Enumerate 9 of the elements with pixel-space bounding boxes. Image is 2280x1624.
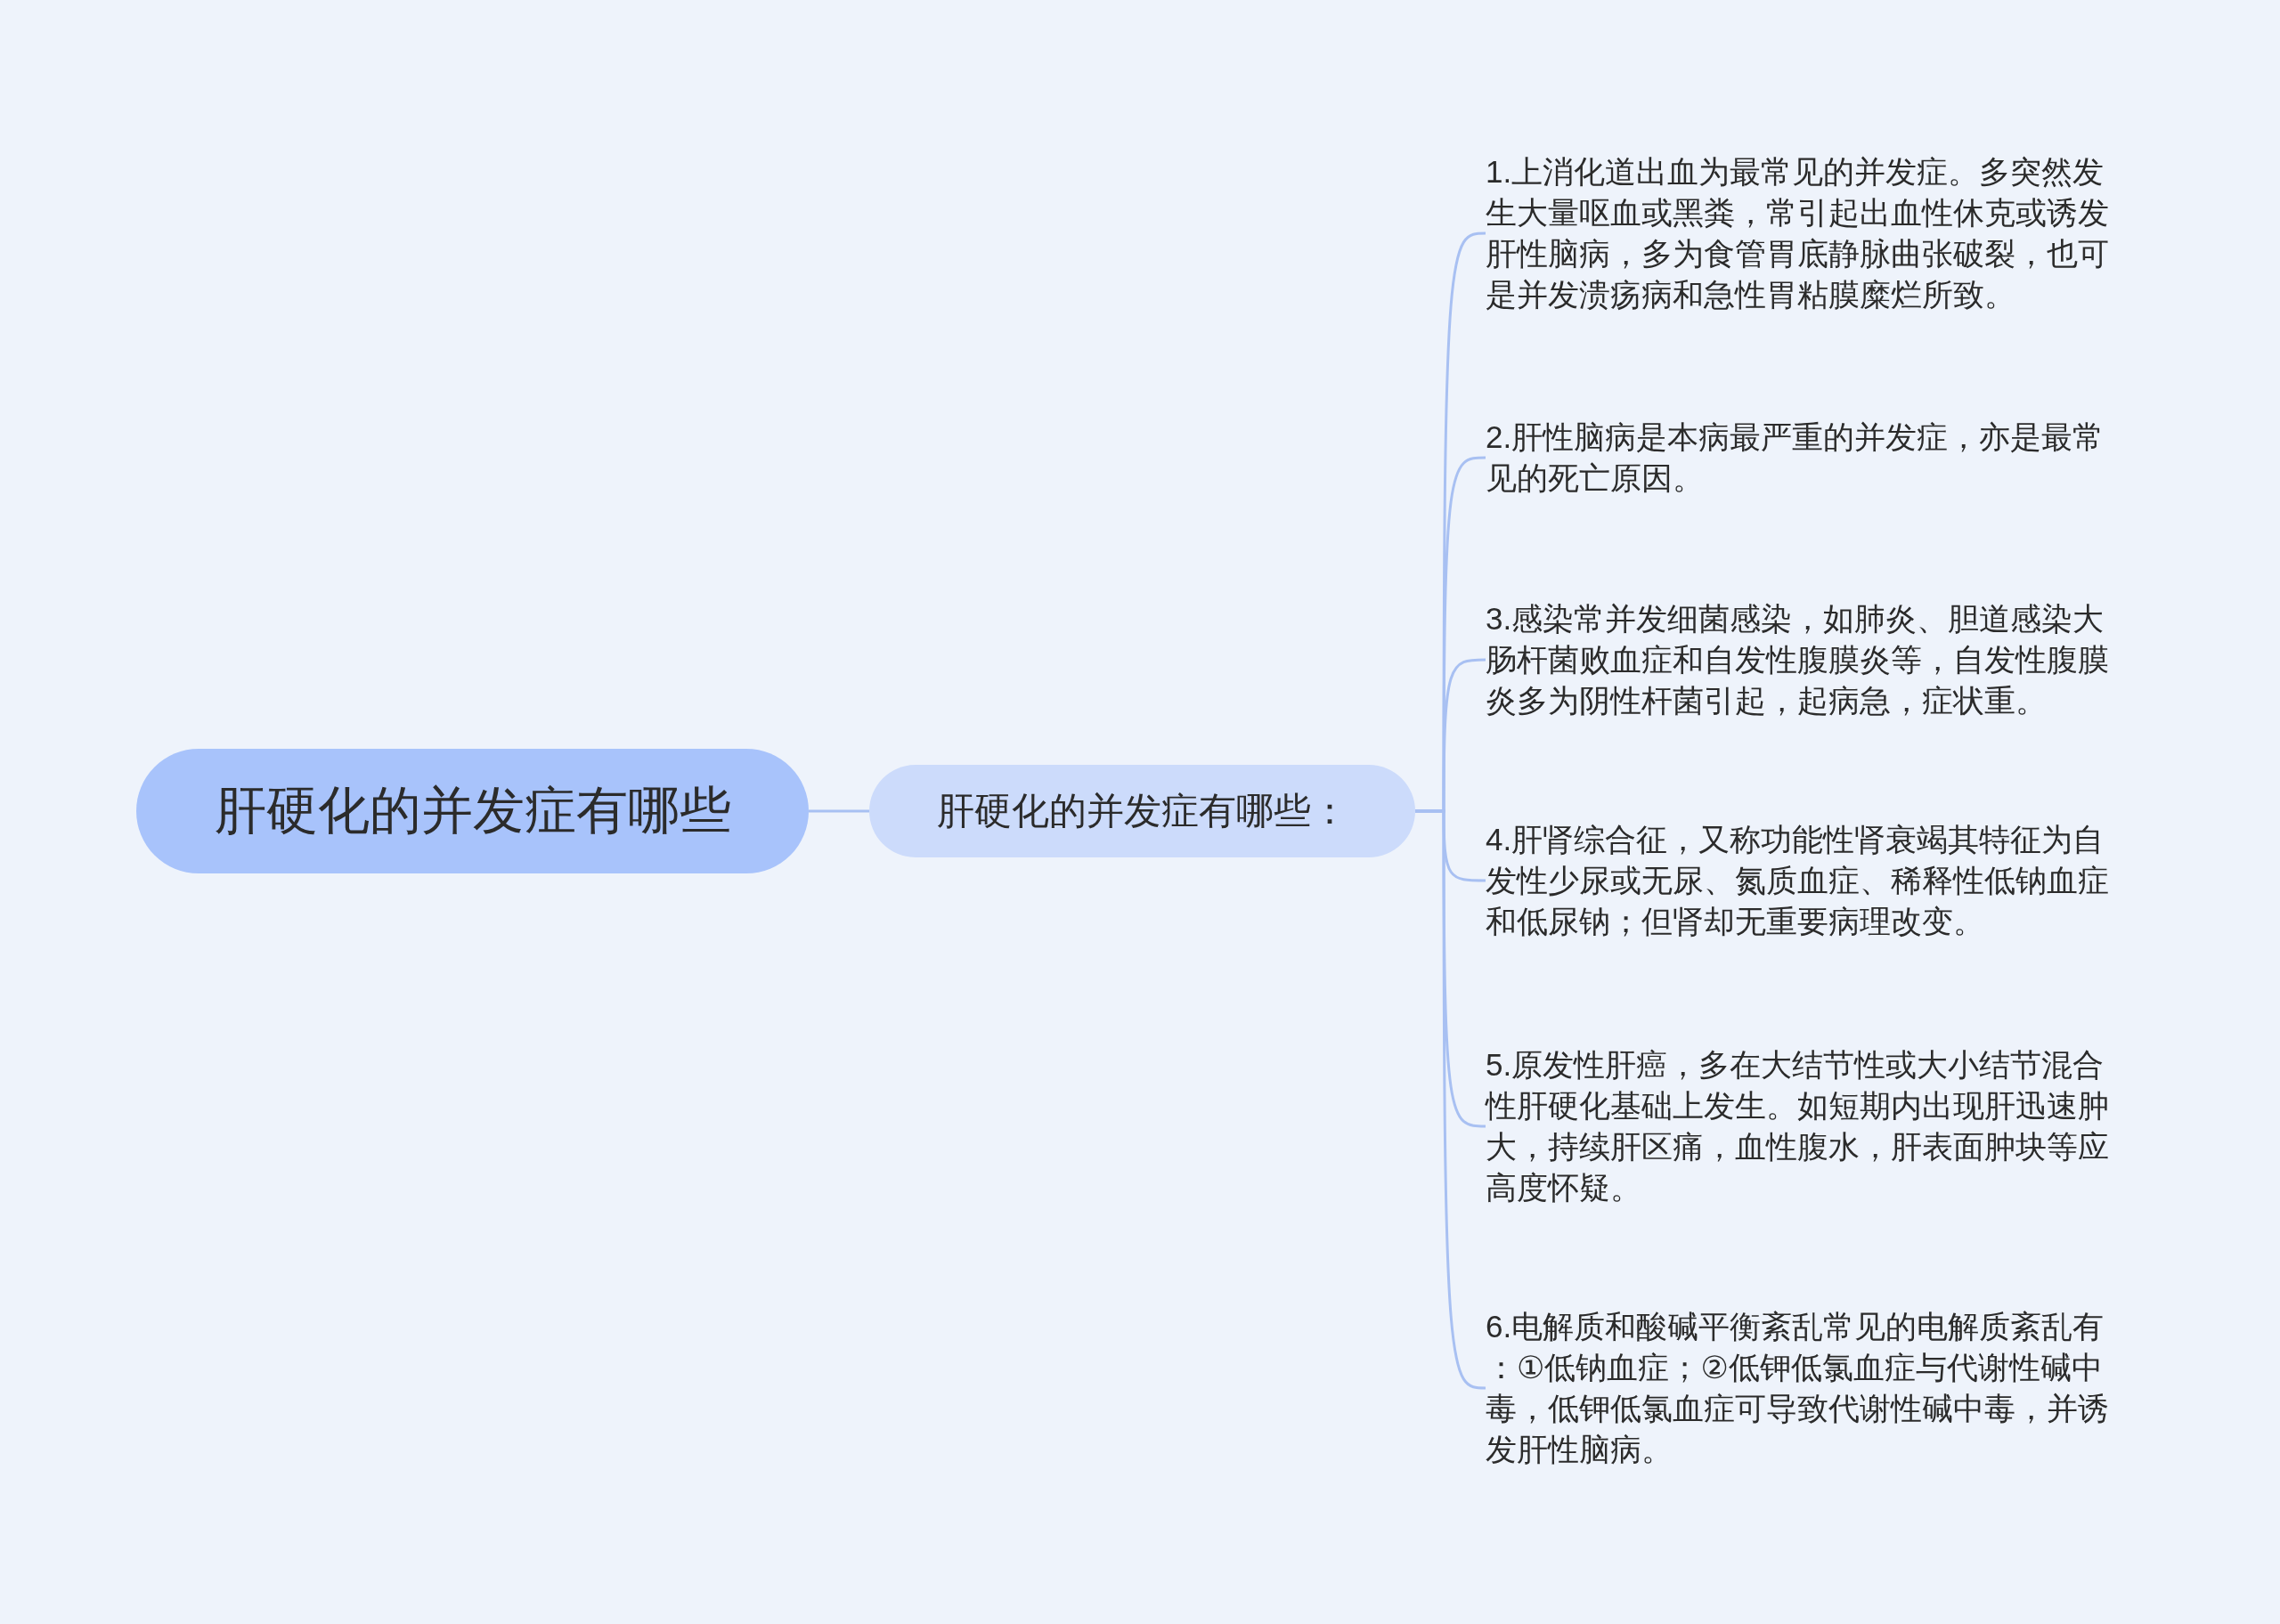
central-topic: 肝硬化的并发症有哪些 [136, 749, 809, 873]
subtopic-text: 1.上消化道出血为最常见的并发症。多突然发生大量呕血或黑粪，常引起出血性休克或诱发肝性脑病，多为食管胃底静脉曲张破裂，也可是并发溃疡病和急性胃粘膜糜烂所致。 [1486, 151, 2123, 315]
subtopic-text: 6.电解质和酸碱平衡紊乱常见的电解质紊乱有：①低钠血症；②低钾低氯血症与代谢性碱中毒，低钾低氯血症可导致代谢性碱中毒，并诱发肝性脑病。 [1486, 1306, 2123, 1470]
connector-line [809, 809, 869, 813]
subtopic-text: 3.感染常并发细菌感染，如肺炎、胆道感染大肠杆菌败血症和自发性腹膜炎等，自发性腹膜炎多为阴性杆菌引起，起病急，症状重。 [1486, 598, 2123, 721]
main-topic: 肝硬化的并发症有哪些： [869, 765, 1415, 857]
subtopic-text: 4.肝肾综合征，又称功能性肾衰竭其特征为自发性少尿或无尿、氮质血症、稀释性低钠血症和低尿钠；但肾却无重要病理改变。 [1486, 819, 2123, 942]
subtopic-text: 5.原发性肝癌，多在大结节性或大小结节混合性肝硬化基础上发生。如短期内出现肝迅速肿大，持续肝区痛，血性腹水，肝表面肿块等应高度怀疑。 [1486, 1044, 2123, 1208]
subtopic-text: 2.肝性脑病是本病最严重的并发症，亦是最常见的死亡原因。 [1486, 417, 2123, 499]
